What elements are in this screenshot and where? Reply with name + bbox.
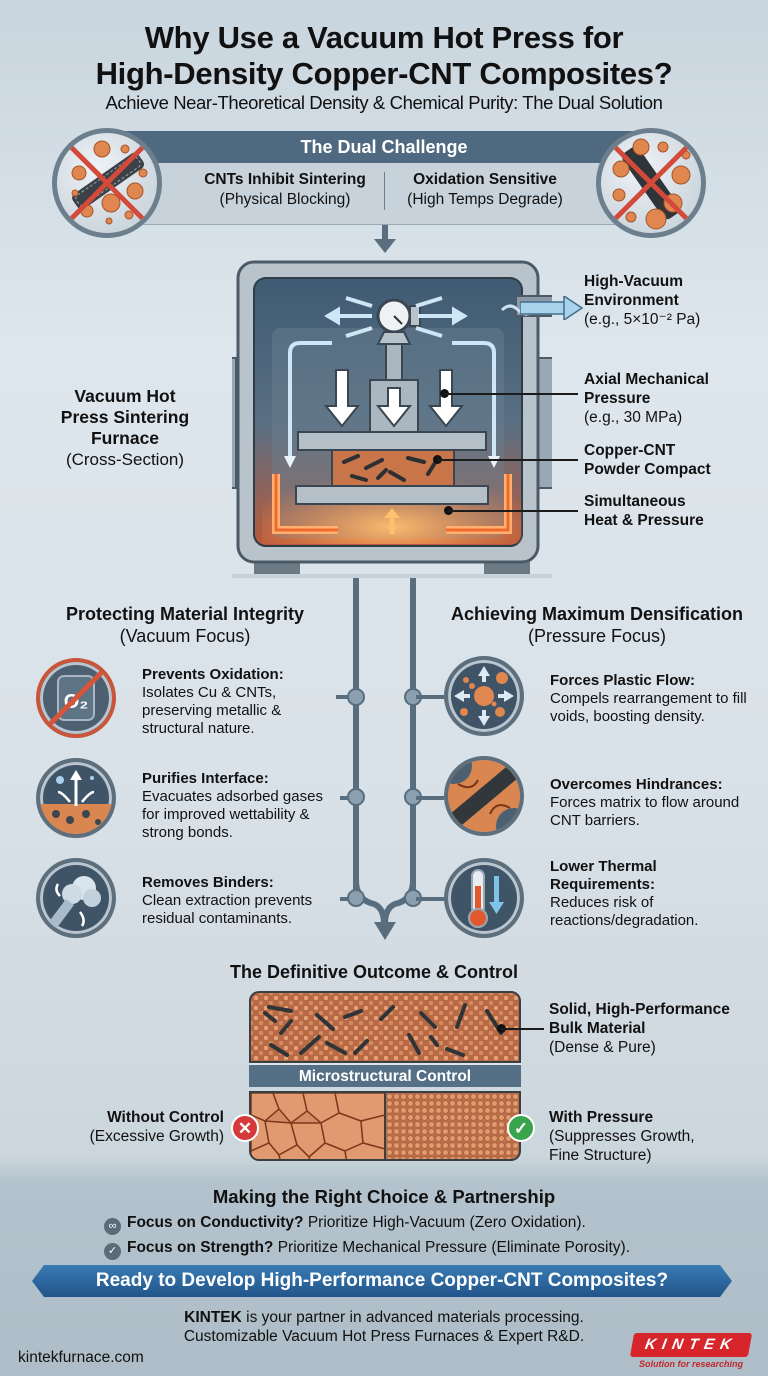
kintek-logo: KINTEK [629,1333,753,1357]
cta-description: KINTEK is your partner in advanced mater… [183,1309,585,1345]
connector [416,796,444,800]
callout-high-vacuum: High-Vacuum Environment (e.g., 5×10⁻² Pa… [584,273,701,328]
divider [384,172,385,210]
page-title: Why Use a Vacuum Hot Press for High-Dens… [95,20,673,91]
with-pressure-label: With Pressure (Suppresses Growth, Fine S… [549,1109,695,1164]
callout-leader [444,393,578,395]
dual-challenge-heading: The Dual Challenge [112,131,656,163]
thermometer-down-icon [444,858,524,938]
feature-overcomes-hindrances: Overcomes Hindrances: Forces matrix to f… [550,776,740,829]
callout-heat-pressure: Simultaneous Heat & Pressure [584,493,704,529]
challenge-cnt-sintering: CNTs Inhibit Sintering (Physical Blockin… [204,171,366,208]
pipe-node [347,889,365,907]
check-icon: ✓ [104,1243,121,1260]
compression-arrows-icon [444,656,524,736]
callout-leader [448,510,578,512]
oxidized-cnt-crossed-icon [596,128,706,238]
feature-plastic-flow: Forces Plastic Flow: Compels rearrangeme… [550,672,747,725]
pipe-node [347,788,365,806]
check-badge-icon: ✓ [507,1114,535,1142]
logo-tagline: Solution for researching [638,1359,743,1369]
pressure-pipe [410,578,416,890]
flow-around-cnt-icon [444,756,524,836]
feature-lower-thermal: Lower Thermal Requirements: Reduces risk… [550,858,699,929]
page-subtitle: Achieve Near-Theoretical Density & Chemi… [105,92,663,113]
cross-badge-icon: ✕ [231,1114,259,1142]
vacuum-pipe [353,578,359,890]
connector [416,897,444,901]
callout-bulk-material: Solid, High-Performance Bulk Material (D… [549,1001,730,1056]
arrow-down-icon [374,225,396,253]
feature-removes-binders: Removes Binders: Clean extraction preven… [142,874,313,927]
callout-axial-pressure: Axial Mechanical Pressure (e.g., 30 MPa) [584,371,709,426]
choice-heading: Making the Right Choice & Partnership [212,1186,556,1207]
feature-prevents-oxidation: Prevents Oxidation: Isolates Cu & CNTs, … [142,666,284,737]
no-oxygen-icon: O₂ [36,658,116,738]
binder-extraction-icon [36,858,116,938]
connector [336,695,356,699]
outcome-heading: The Definitive Outcome & Control [230,962,519,982]
vacuum-outlet-arrow-icon [520,296,584,320]
callout-leader [501,1028,544,1030]
furnace-label: Vacuum Hot Press Sintering Furnace (Cros… [60,386,190,469]
cnt-blocking-crossed-icon [52,128,162,238]
coarse-grain-illustration [249,1091,385,1161]
pressure-focus-heading: Achieving Maximum Densification (Pressur… [450,604,744,646]
choice-row-conductivity: ∞Focus on Conductivity? Prioritize High-… [104,1213,586,1235]
connector [416,695,444,699]
callout-leader [437,459,578,461]
challenge-oxidation: Oxidation Sensitive (High Temps Degrade) [407,171,563,208]
callout-powder-compact: Copper-CNT Powder Compact [584,442,711,478]
pipe-node [347,688,365,706]
link-icon: ∞ [104,1218,121,1235]
choice-row-strength: ✓Focus on Strength? Prioritize Mechanica… [104,1238,630,1260]
microstructural-control-bar: Microstructural Control [249,1063,521,1087]
vacuum-hot-press-furnace-illustration [232,260,552,578]
website-link[interactable]: kintekfurnace.com [18,1349,144,1366]
feature-purifies-interface: Purifies Interface: Evacuates adsorbed g… [142,770,323,841]
vacuum-focus-heading: Protecting Material Integrity (Vacuum Fo… [65,604,305,646]
cta-banner[interactable]: Ready to Develop High-Performance Copper… [32,1265,732,1297]
fine-grain-illustration [385,1091,521,1161]
without-control-label: Without Control (Excessive Growth) [89,1109,224,1145]
gas-evacuation-icon [36,758,116,838]
bulk-material-illustration [249,991,521,1063]
